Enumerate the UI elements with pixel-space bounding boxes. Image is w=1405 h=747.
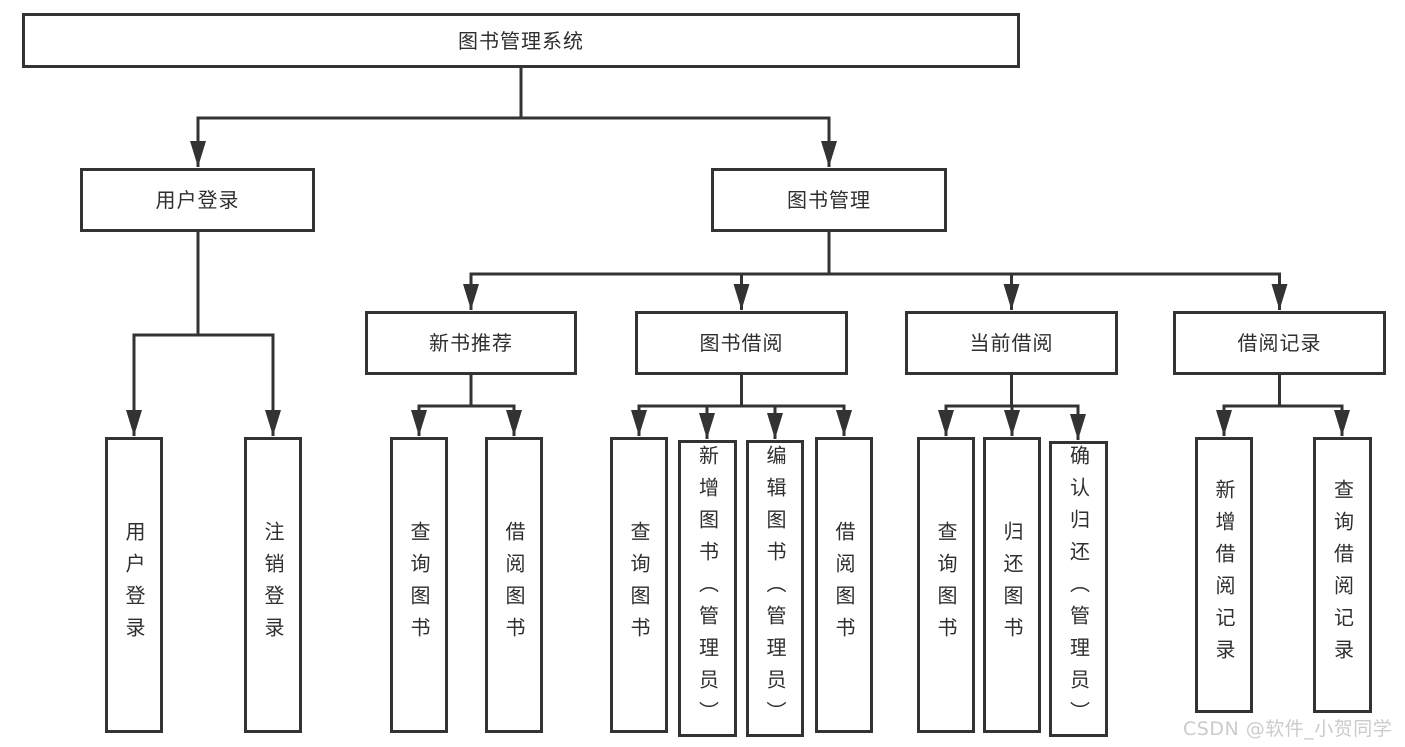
leaf-label: 编辑图书（管理员）: [763, 444, 787, 733]
node-leaf-query-books-3: 查询图书: [917, 437, 975, 733]
csdn-watermark: CSDN @软件_小贺同学: [1183, 718, 1393, 740]
node-leaf-borrow-books-1: 借阅图书: [485, 437, 543, 733]
node-user-login: 用户登录: [80, 168, 315, 232]
leaf-label: 用户登录: [122, 521, 146, 649]
leaf-label: 查询借阅记录: [1330, 479, 1355, 671]
node-new-book-recommend: 新书推荐: [365, 311, 577, 375]
leaf-label: 注销登录: [261, 521, 285, 649]
node-leaf-user-login: 用户登录: [105, 437, 163, 733]
node-leaf-add-borrow-record: 新增借阅记录: [1195, 437, 1253, 713]
node-book-management: 图书管理: [711, 168, 947, 232]
leaf-label: 借阅图书: [832, 521, 856, 649]
leaf-label: 查询图书: [407, 521, 431, 649]
leaf-label: 确认归还（管理员）: [1066, 445, 1091, 733]
leaf-label: 新增借阅记录: [1212, 479, 1236, 671]
node-leaf-add-books-admin: 新增图书（管理员）: [678, 440, 737, 737]
node-leaf-edit-books-admin: 编辑图书（管理员）: [746, 440, 804, 737]
node-leaf-query-books-2: 查询图书: [610, 437, 668, 733]
leaf-label: 查询图书: [934, 521, 958, 649]
node-leaf-query-borrow-record: 查询借阅记录: [1313, 437, 1372, 713]
node-leaf-borrow-books-2: 借阅图书: [815, 437, 873, 733]
leaf-label: 查询图书: [627, 521, 651, 649]
node-borrow-records: 借阅记录: [1173, 311, 1386, 375]
node-book-borrow: 图书借阅: [635, 311, 848, 375]
node-leaf-return-books: 归还图书: [983, 437, 1041, 733]
leaf-label: 新增图书（管理员）: [695, 444, 720, 733]
node-library-management-system: 图书管理系统: [22, 13, 1020, 68]
node-current-borrow: 当前借阅: [905, 311, 1118, 375]
leaf-label: 借阅图书: [502, 521, 526, 649]
leaf-label: 归还图书: [1000, 521, 1024, 649]
node-leaf-query-books-1: 查询图书: [390, 437, 448, 733]
node-leaf-confirm-return-admin: 确认归还（管理员）: [1049, 441, 1108, 737]
node-leaf-logout: 注销登录: [244, 437, 302, 733]
